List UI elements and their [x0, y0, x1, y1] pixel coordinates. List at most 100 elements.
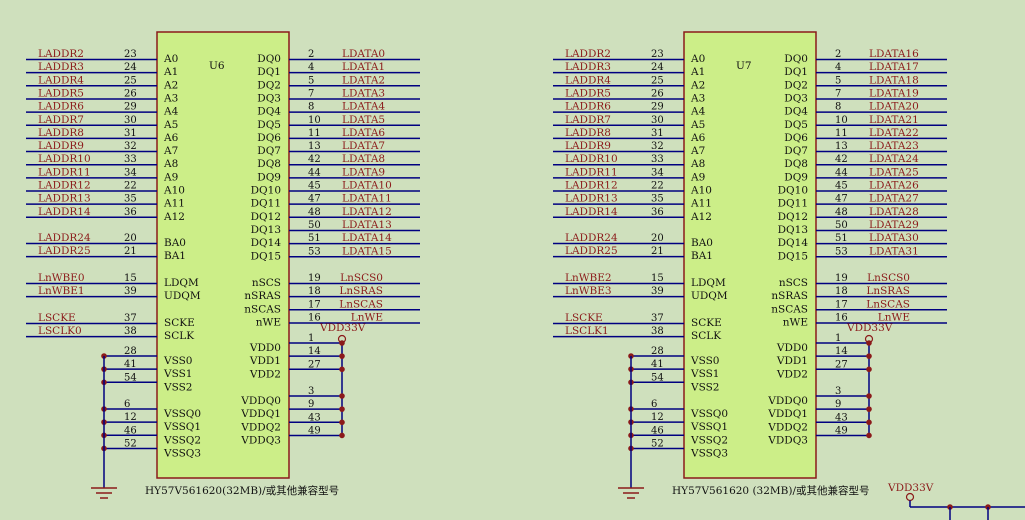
pin-name: VSSQ0	[163, 408, 201, 420]
net-label: LADDR7	[565, 114, 611, 126]
pin-number: 46	[651, 425, 664, 436]
pin-number: 32	[124, 141, 137, 152]
net-label: LADDR3	[565, 61, 611, 73]
pin-number: 41	[651, 359, 664, 370]
pin-number: 39	[124, 286, 137, 297]
pin-number: 46	[124, 425, 137, 436]
pin-number: 22	[124, 181, 137, 192]
pin-name: VDD1	[249, 355, 281, 367]
junction-dot	[339, 340, 345, 346]
pin-name: A7	[163, 145, 178, 157]
pin-name: A0	[690, 53, 705, 65]
pin-name: nSCS	[252, 277, 281, 289]
pin-name: A0	[163, 53, 178, 65]
pin-name: DQ11	[251, 198, 281, 210]
pin-name: VDD1	[776, 355, 808, 367]
chip-body	[683, 31, 817, 479]
net-label: LADDR24	[38, 232, 91, 244]
pin-number: 50	[308, 220, 321, 231]
pin-number: 3	[308, 386, 314, 397]
pin-name: nSCAS	[771, 303, 808, 315]
pin-name: DQ3	[257, 92, 281, 104]
pin-name: DQ8	[257, 158, 281, 170]
pin-number: 14	[835, 346, 848, 357]
pin-name: DQ9	[784, 171, 808, 183]
pin-name: nSCAS	[244, 303, 281, 315]
pin-number: 20	[124, 233, 137, 244]
chip-refdes: U6	[209, 60, 225, 72]
power-net-label: VDD33V	[846, 322, 893, 334]
pin-name: A1	[690, 66, 705, 78]
pin-number: 4	[835, 62, 841, 73]
pin-number: 8	[835, 102, 841, 113]
pin-name: DQ1	[257, 66, 281, 78]
net-label: LnSCAS	[866, 298, 910, 310]
pin-name: LDQM	[691, 277, 726, 289]
pin-name: VSS1	[163, 368, 192, 380]
junction-dot	[866, 406, 872, 412]
pin-name: DQ11	[778, 198, 808, 210]
net-label: LnWBE3	[565, 285, 612, 297]
junction-dot	[866, 366, 872, 373]
pin-number: 33	[124, 154, 137, 165]
net-label: LDATA17	[869, 61, 919, 73]
pin-name: BA1	[691, 250, 713, 262]
net-label: LADDR12	[38, 180, 91, 192]
net-label: LDATA7	[342, 140, 385, 152]
net-label: LDATA13	[342, 219, 392, 231]
net-label: LADDR13	[565, 193, 618, 205]
pin-name: SCKE	[691, 317, 722, 329]
junction-dot	[866, 340, 872, 346]
pin-number: 53	[835, 246, 848, 257]
net-label: LDATA25	[869, 166, 919, 178]
pin-number: 25	[124, 75, 137, 86]
pin-number: 21	[651, 246, 664, 257]
pin-name: BA0	[164, 237, 186, 249]
net-label: LDATA24	[869, 153, 919, 165]
pin-number: 11	[308, 128, 321, 139]
pin-name: DQ0	[784, 53, 808, 65]
pin-name: VSSQ2	[690, 434, 728, 446]
net-label: LnWBE2	[565, 272, 612, 284]
pin-number: 48	[835, 207, 848, 218]
pin-name: SCLK	[164, 330, 194, 342]
net-label: LDATA8	[342, 153, 385, 165]
pin-number: 33	[651, 154, 664, 165]
chip-part-number: HY57V561620 (32MB)/或其他兼容型号	[672, 484, 870, 497]
pin-name: BA1	[164, 250, 186, 262]
pin-number: 23	[124, 49, 137, 60]
net-label: LDATA16	[869, 48, 919, 60]
net-label: LADDR9	[38, 140, 84, 152]
pin-name: VSSQ0	[690, 408, 728, 420]
pin-name: VSS0	[163, 355, 192, 367]
pin-name: A3	[163, 92, 178, 104]
pin-number: 34	[124, 167, 137, 178]
net-label: LADDR10	[565, 153, 618, 165]
net-label: LDATA2	[342, 74, 385, 86]
net-label: LADDR4	[38, 74, 84, 86]
net-label: LADDR6	[38, 101, 84, 113]
pin-name: DQ1	[784, 66, 808, 78]
net-label: LnWBE0	[38, 272, 85, 284]
net-label: LADDR12	[565, 180, 618, 192]
pin-number: 38	[651, 326, 664, 337]
pin-number: 32	[651, 141, 664, 152]
pin-number: 54	[124, 372, 137, 383]
pin-name: DQ14	[778, 237, 809, 249]
net-label: LnSRAS	[339, 285, 383, 297]
pin-name: DQ9	[257, 171, 281, 183]
net-label: LADDR25	[565, 245, 618, 257]
net-label: LSCLK1	[565, 325, 609, 337]
pin-name: DQ10	[778, 185, 808, 197]
net-label: LADDR2	[565, 48, 611, 60]
pin-name: DQ12	[778, 211, 808, 223]
pin-number: 47	[835, 194, 848, 205]
pin-number: 16	[308, 312, 321, 323]
net-label: LADDR10	[38, 153, 91, 165]
pin-number: 45	[308, 181, 321, 192]
pin-number: 11	[835, 128, 848, 139]
pin-name: A5	[163, 119, 178, 131]
pin-name: VDD2	[776, 368, 808, 380]
